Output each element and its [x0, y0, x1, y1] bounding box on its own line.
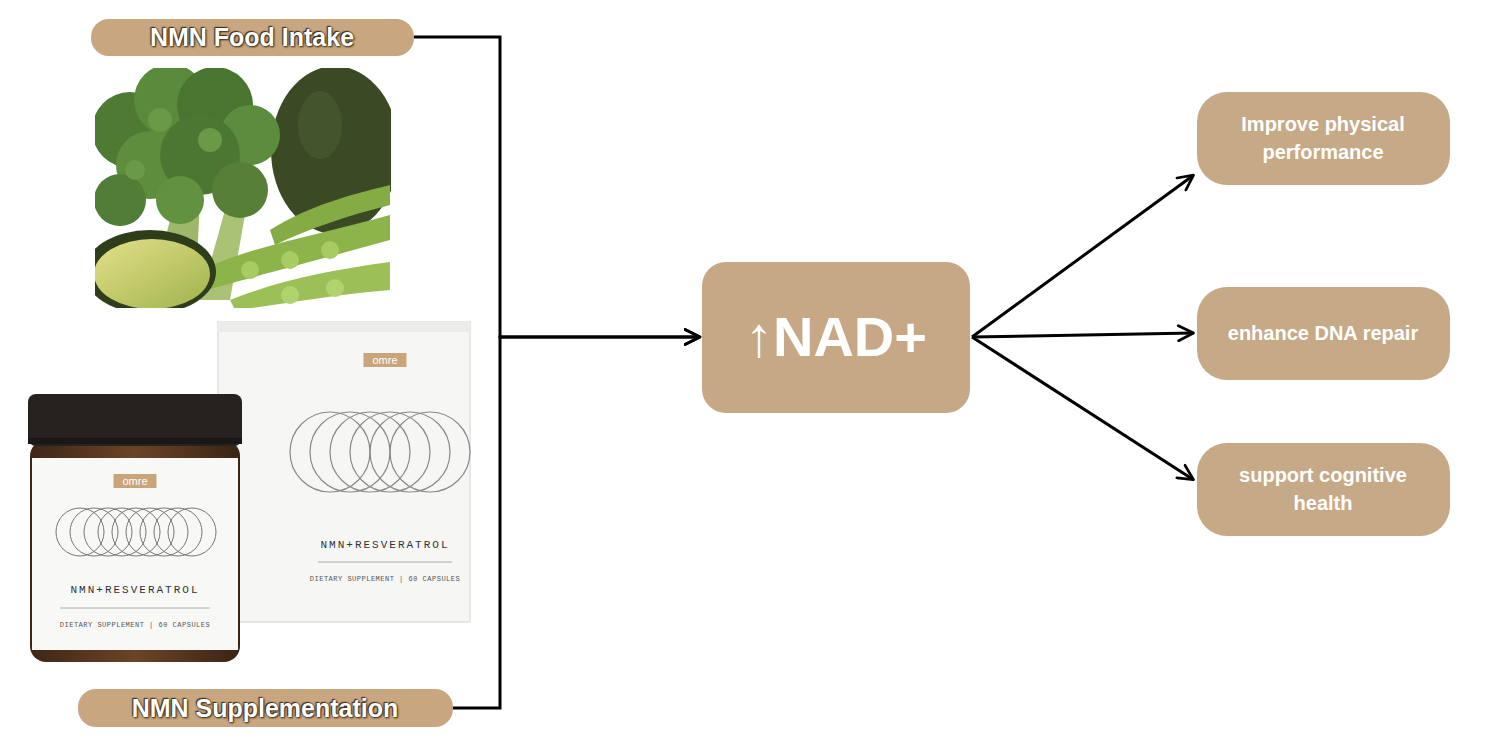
- avocado-half: [95, 230, 216, 308]
- edamame-pods: [321, 241, 339, 259]
- jar-circle-motif: [126, 508, 174, 556]
- node-text: NMN Supplementation: [132, 694, 399, 723]
- product-box: [218, 322, 470, 622]
- node-text: Improve physical performance: [1219, 110, 1428, 166]
- product-box: [218, 322, 470, 622]
- node-text: support cognitive health: [1219, 461, 1428, 517]
- avocado-half: [95, 239, 210, 308]
- node-text: NMN Food Intake: [150, 23, 354, 52]
- supplement-jar: [28, 394, 242, 662]
- outcome-box: enhance DNA repair: [1197, 287, 1450, 380]
- arrow-connector: [414, 37, 701, 337]
- supplement-jar: [28, 394, 242, 446]
- broccoli: [125, 160, 145, 180]
- edamame-pods: [326, 279, 344, 297]
- avocado-whole: [298, 91, 342, 159]
- edamame-pods: [185, 185, 390, 308]
- arrow-connector: [972, 175, 1194, 337]
- product-note: DIETARY SUPPLEMENT | 60 CAPSULES: [60, 621, 210, 629]
- box-circle-motif: [390, 412, 470, 492]
- supplement-jar: [30, 440, 240, 662]
- broccoli: [148, 108, 172, 132]
- arrow-connector: [972, 333, 1194, 337]
- product-name: NMN+RESVERATROL: [70, 584, 199, 596]
- edamame-pods: [230, 262, 390, 308]
- product-box: [318, 562, 452, 563]
- source-label: NMN Food Intake: [91, 19, 414, 56]
- supplement-jar: [60, 608, 210, 609]
- broccoli: [156, 176, 204, 224]
- edamame-pods: [281, 251, 299, 269]
- supplement-jar: [32, 458, 238, 650]
- jar-circle-motif: [168, 508, 216, 556]
- edamame-pods: [281, 286, 299, 304]
- outcome-box: support cognitive health: [1197, 443, 1450, 536]
- box-circle-motif: [290, 412, 470, 492]
- jar-circle-motif: [112, 508, 160, 556]
- node-text: enhance DNA repair: [1228, 319, 1418, 347]
- node-text: ↑NAD+: [745, 306, 927, 368]
- jar-circle-motif: [56, 508, 104, 556]
- jar-circle-motif: [98, 508, 146, 556]
- jar-circle-motif: [70, 508, 118, 556]
- broccoli: [198, 128, 222, 152]
- supplement-jar: [28, 438, 242, 444]
- arrow-connector: [972, 337, 1194, 480]
- jar-circle-motif: [154, 508, 202, 556]
- outcome-box: Improve physical performance: [1197, 92, 1450, 185]
- box-circle-motif: [370, 412, 450, 492]
- broccoli: [95, 174, 146, 226]
- product-name: NMN+RESVERATROL: [320, 539, 449, 551]
- food-illustration: [95, 68, 391, 308]
- jar-circle-motif: [84, 508, 132, 556]
- source-label: NMN Supplementation: [78, 689, 453, 727]
- edamame-pods: [241, 261, 259, 279]
- brand-tag: omre: [113, 474, 156, 488]
- brand-tag: omre: [363, 353, 406, 367]
- arrow-connector: [453, 337, 701, 708]
- product-note: DIETARY SUPPLEMENT | 60 CAPSULES: [310, 575, 460, 583]
- edamame-pods: [270, 185, 390, 245]
- jar-circle-motif: [140, 508, 188, 556]
- jar-circle-motif: [56, 508, 216, 556]
- broccoli: [212, 162, 268, 218]
- product-box: [218, 322, 470, 332]
- nad-box: ↑NAD+: [702, 262, 970, 413]
- avocado-half: [95, 230, 216, 308]
